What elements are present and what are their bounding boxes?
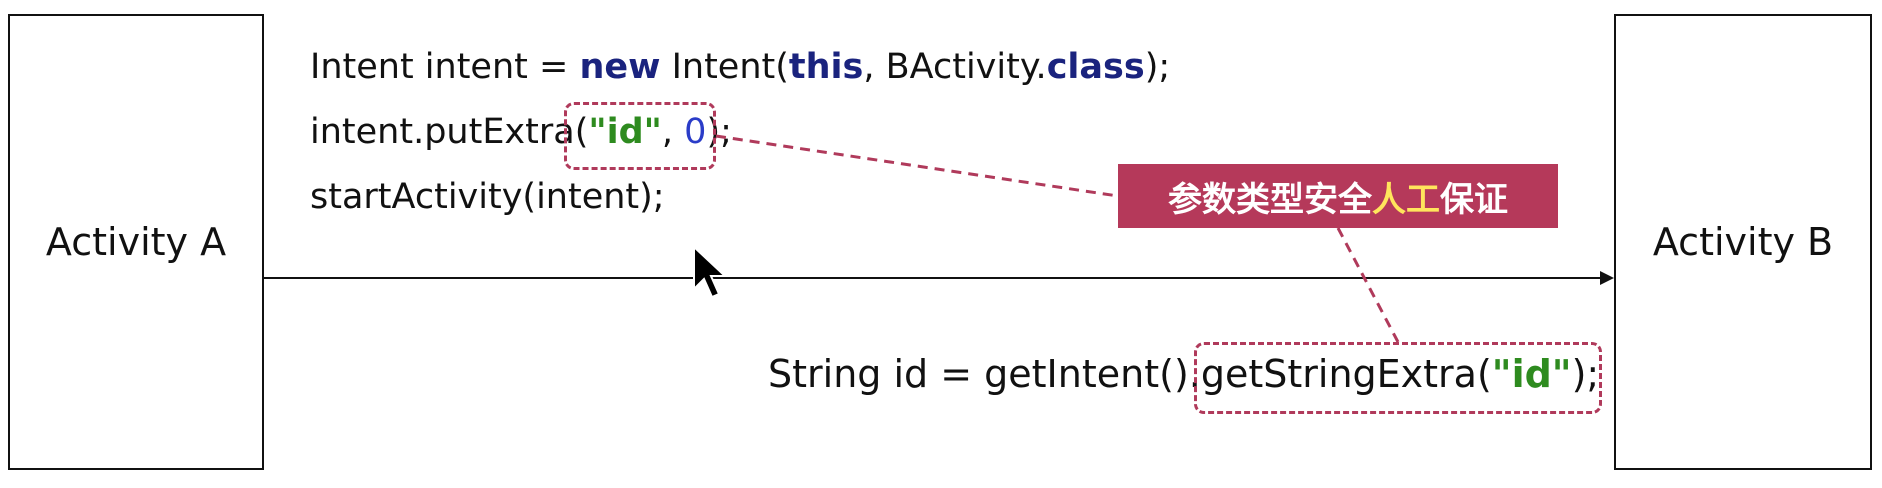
keyword-new: new <box>579 47 661 87</box>
intent-arrow-line <box>264 277 1600 279</box>
type-safety-callout: 参数类型安全人工保证 <box>1118 164 1558 228</box>
code-text: ); <box>1144 47 1171 87</box>
code-text: intent.putExtra( <box>310 112 589 152</box>
intent-arrow-head <box>1600 271 1614 285</box>
connector-to-get-extra <box>1336 227 1400 343</box>
code-line-new-intent: Intent intent = new Intent(this, BActivi… <box>310 50 1170 85</box>
mouse-pointer-icon <box>693 245 728 299</box>
code-text: Intent( <box>660 47 789 87</box>
activity-b-label: Activity B <box>1652 220 1834 264</box>
code-text: ); <box>1571 352 1600 396</box>
code-text: ); <box>706 112 732 152</box>
code-line-start-activity: startActivity(intent); <box>310 177 665 217</box>
put-extra-args-highlight <box>564 102 716 170</box>
code-text: String id = getIntent().getStringExtra( <box>768 352 1492 396</box>
string-literal-id: "id" <box>588 112 662 152</box>
callout-highlight-text: 人工 <box>1372 179 1440 220</box>
activity-a-box: Activity A <box>8 14 264 470</box>
code-text: , <box>661 112 685 152</box>
keyword-class: class <box>1046 47 1145 87</box>
code-line-put-extra: intent.putExtra("id", 0); <box>310 115 732 150</box>
callout-text: 保证 <box>1440 179 1508 220</box>
code-line-get-string-extra: String id = getIntent().getStringExtra("… <box>768 355 1599 393</box>
get-string-extra-highlight <box>1194 342 1602 414</box>
activity-a-label: Activity A <box>45 220 227 264</box>
code-text: Intent intent = <box>310 47 580 87</box>
number-literal-zero: 0 <box>684 112 707 152</box>
connector-to-put-extra <box>715 134 1119 198</box>
keyword-this: this <box>788 47 864 87</box>
string-literal-id: "id" <box>1491 352 1572 396</box>
callout-text: 参数类型安全 <box>1168 179 1372 220</box>
code-text: , BActivity. <box>863 47 1047 87</box>
activity-b-box: Activity B <box>1614 14 1872 470</box>
